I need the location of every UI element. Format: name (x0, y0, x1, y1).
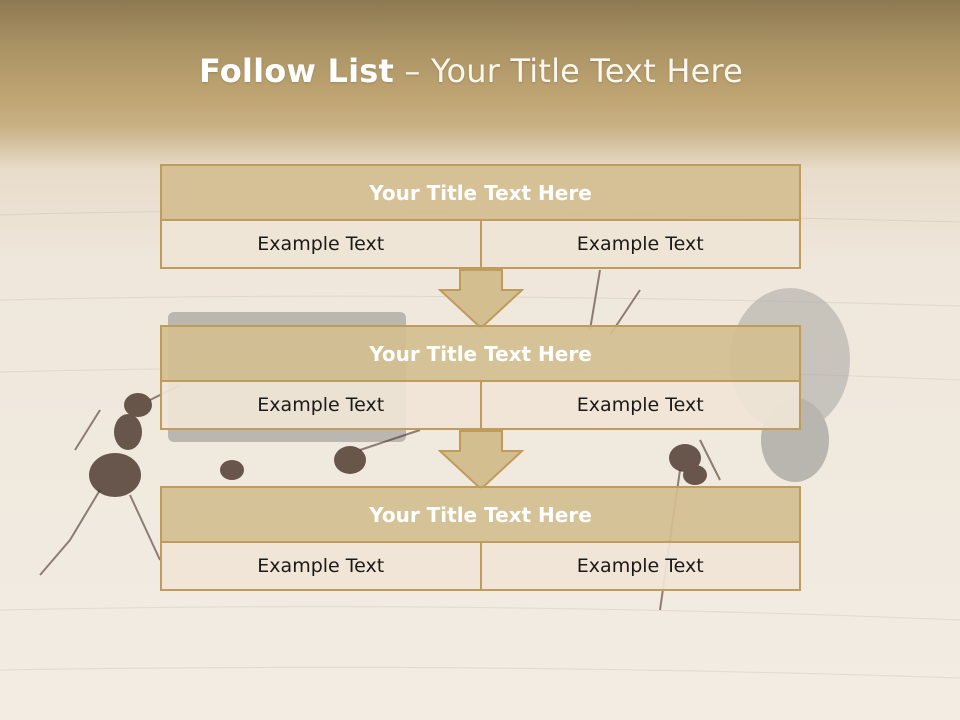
list-block-2: Your Title Text Here Example Text Exampl… (160, 325, 801, 430)
slide-title: Follow List – Your Title Text Here (0, 52, 942, 90)
list-block-right-cell: Example Text (479, 380, 801, 430)
slide-title-bold: Follow List (198, 52, 395, 90)
list-block-right-cell: Example Text (479, 219, 801, 269)
list-block-title: Your Title Text Here (160, 164, 801, 221)
list-block-3: Your Title Text Here Example Text Exampl… (160, 486, 801, 591)
list-block-left-cell: Example Text (160, 541, 482, 591)
list-block-row: Example Text Example Text (160, 380, 801, 430)
list-block-title: Your Title Text Here (160, 486, 801, 543)
slide-title-rest: – Your Title Text Here (404, 52, 744, 90)
down-arrow-icon (438, 430, 524, 491)
list-block-row: Example Text Example Text (160, 541, 801, 591)
list-block-left-cell: Example Text (160, 380, 482, 430)
list-block-row: Example Text Example Text (160, 219, 801, 269)
list-block-1: Your Title Text Here Example Text Exampl… (160, 164, 801, 269)
list-block-right-cell: Example Text (479, 541, 801, 591)
down-arrow-icon (438, 269, 524, 330)
list-block-title: Your Title Text Here (160, 325, 801, 382)
list-block-left-cell: Example Text (160, 219, 482, 269)
